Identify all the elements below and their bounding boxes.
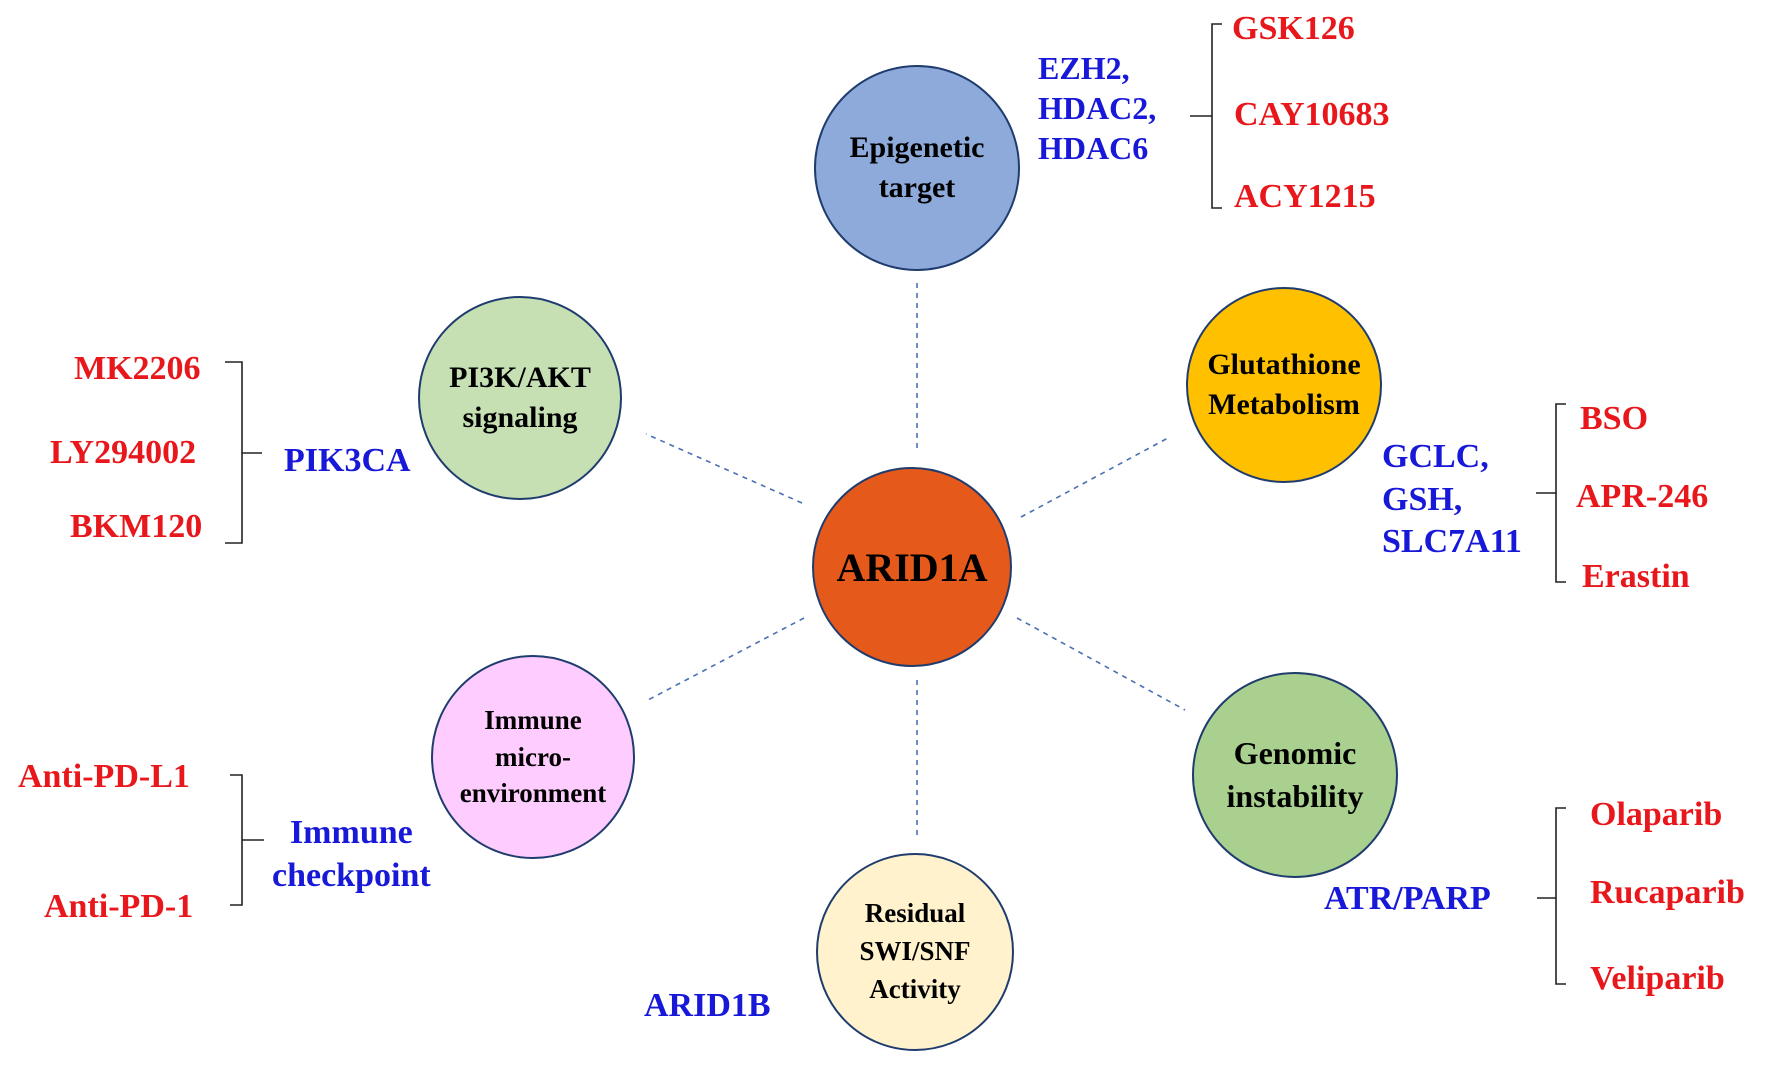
node-pi3k-label: PI3K/AKT signaling <box>449 360 591 435</box>
drug-gsk126: GSK126 <box>1232 10 1355 47</box>
drug-anti-pd-1: Anti-PD-1 <box>44 888 194 925</box>
node-epigenetic-label: Epigenetic target <box>849 130 985 205</box>
drug-bso: BSO <box>1580 400 1649 437</box>
spoke-immune <box>647 617 805 701</box>
bracket-immune <box>230 774 264 906</box>
node-residual: Residual SWI/SNF Activity <box>816 853 1014 1051</box>
drug-rucaparib: Rucaparib <box>1590 874 1745 911</box>
node-genomic-label: Genomic instability <box>1226 734 1364 814</box>
bracket-glutathione <box>1536 403 1566 583</box>
spoke-pi3k <box>645 433 803 504</box>
targets-epigenetic: EZH2, HDAC2, HDAC6 <box>1038 50 1157 166</box>
drug-anti-pd-l1: Anti-PD-L1 <box>18 758 190 795</box>
node-glutathione: Glutathione Metabolism <box>1186 287 1382 483</box>
bracket-epigenetic <box>1190 23 1222 209</box>
node-genomic: Genomic instability <box>1192 672 1398 878</box>
targets-residual: ARID1B <box>644 987 771 1024</box>
drug-acy1215: ACY1215 <box>1234 178 1376 215</box>
drug-cay10683: CAY10683 <box>1234 96 1390 133</box>
drug-apr246: APR-246 <box>1576 478 1709 515</box>
drug-erastin: Erastin <box>1582 558 1690 595</box>
node-pi3k: PI3K/AKT signaling <box>418 296 622 500</box>
node-glutathione-label: Glutathione Metabolism <box>1207 347 1361 422</box>
center-label: ARID1A <box>836 544 988 590</box>
node-immune-label: Immune micro- environment <box>459 705 607 809</box>
drug-ly294002: LY294002 <box>50 434 197 471</box>
bracket-genomic <box>1537 807 1566 985</box>
drug-olaparib: Olaparib <box>1590 796 1723 833</box>
center-node-arid1a: ARID1A <box>812 467 1012 667</box>
drug-mk2206: MK2206 <box>74 350 201 387</box>
node-residual-label: Residual SWI/SNF Activity <box>859 898 971 1004</box>
targets-genomic: ATR/PARP <box>1324 880 1491 917</box>
bracket-pi3k <box>225 361 262 544</box>
spoke-glutathione <box>1020 437 1169 518</box>
targets-glutathione: GCLC, GSH, SLC7A11 <box>1382 438 1522 560</box>
drug-bkm120: BKM120 <box>70 508 203 545</box>
node-epigenetic: Epigenetic target <box>814 65 1020 271</box>
drug-veliparib: Veliparib <box>1590 960 1725 997</box>
targets-pi3k: PIK3CA <box>284 442 411 479</box>
node-immune: Immune micro- environment <box>431 655 635 859</box>
spoke-genomic <box>1016 617 1186 711</box>
targets-immune: Immune checkpoint <box>272 814 431 894</box>
